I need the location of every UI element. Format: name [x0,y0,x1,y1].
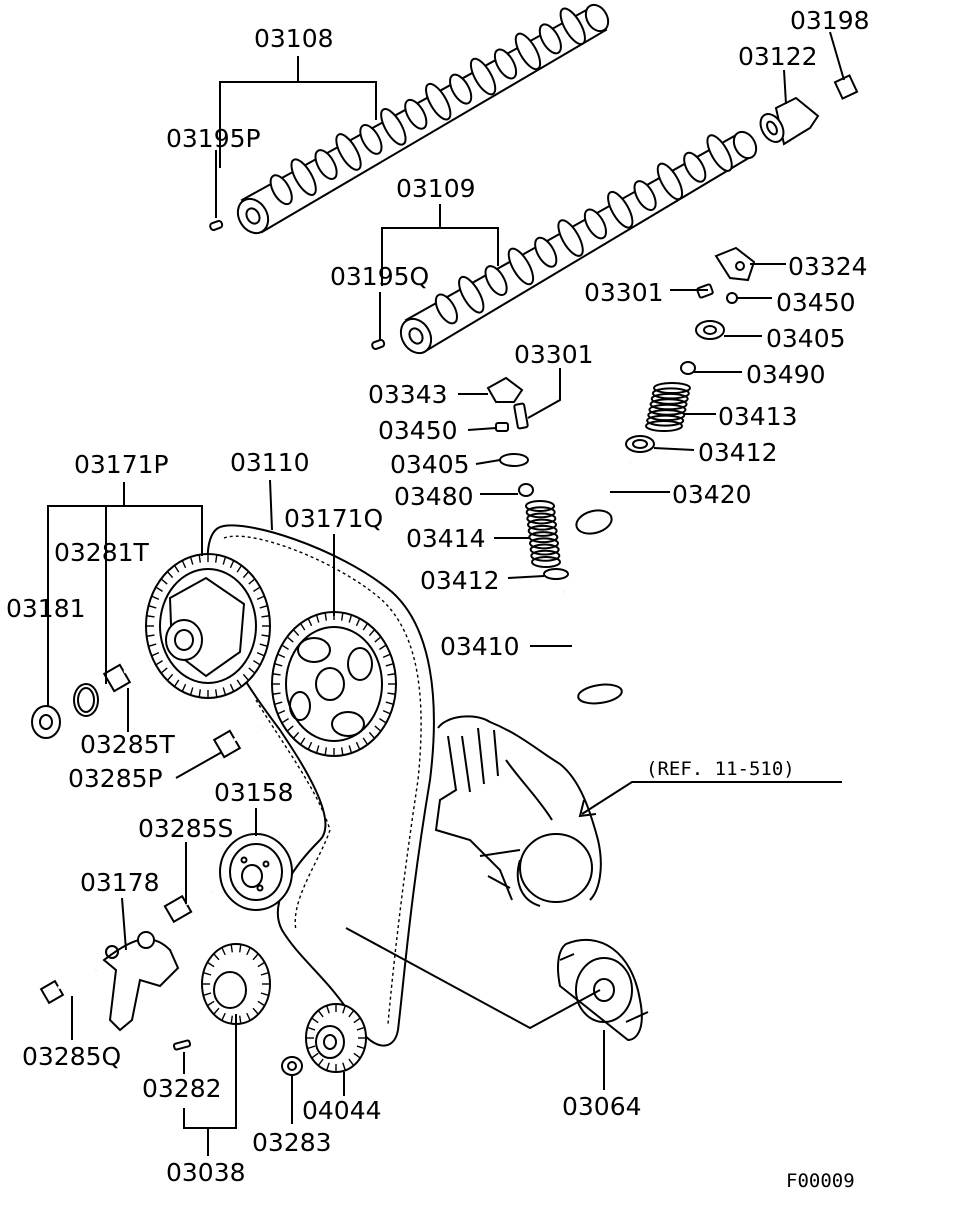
label-03110: 03110 [230,448,310,477]
label-03122: 03122 [738,42,818,71]
label-03414: 03414 [406,524,486,553]
bolt-03285T [102,660,151,693]
label-03490: 03490 [746,360,826,389]
figure-code: F00009 [786,1170,855,1192]
label-03324: 03324 [788,252,868,281]
dowel-pin-lower [371,338,386,350]
label-03195P: 03195P [166,124,261,153]
label-03064: 03064 [562,1092,642,1121]
label-03171Q: 03171Q [284,504,384,533]
label-03285P: 03285P [68,764,163,793]
retainer-centre [499,453,529,467]
label-03158: 03158 [214,778,294,807]
valve-centre [562,591,623,705]
bolt-03285P [212,726,263,759]
seal-right [680,361,696,375]
washer-03181 [31,705,61,739]
label-03450-right: 03450 [776,288,856,317]
bolt-03285Q [39,968,97,1005]
camshaft-upper [236,3,610,235]
label-03171P: 03171P [74,450,169,479]
label-03195Q: 03195Q [330,262,430,291]
label-03108: 03108 [254,24,334,53]
label-03420: 03420 [672,480,752,509]
cotter-right [726,292,738,304]
spring-right [645,382,691,432]
tensioner-pulley [219,833,293,911]
o-ring-03281T [73,683,99,717]
camshaft-sprocket-left [145,553,271,699]
label-03410: 03410 [440,632,520,661]
rocker-arm-centre [486,376,524,403]
seat-right [625,435,655,453]
label-03178: 03178 [80,868,160,897]
leader-lines [47,31,845,1156]
label-03412-centre: 03412 [420,566,500,595]
label-03405-centre: 03405 [390,450,470,479]
label-03450-centre: 03450 [378,416,458,445]
key-03282 [172,1039,192,1051]
label-03038: 03038 [166,1158,246,1187]
retainer-right [695,320,725,340]
idler-pulley [305,1003,367,1073]
adapter-bolt [811,74,859,106]
label-04044: 04044 [302,1096,382,1125]
crank-sprocket [201,943,271,1025]
label-03181: 03181 [6,594,86,623]
label-03198: 03198 [790,6,870,35]
label-03405-right: 03405 [766,324,846,353]
valve-right [575,461,632,535]
label-03285S: 03285S [138,814,234,843]
label-03413: 03413 [718,402,798,431]
bolt-03285S [163,890,213,924]
label-03283: 03283 [252,1128,332,1157]
label-03109: 03109 [396,174,476,203]
label-03412-right: 03412 [698,438,778,467]
tensioner-arm [102,931,180,1032]
cam-adapter [759,96,820,146]
label-03480: 03480 [394,482,474,511]
cotter-centre [495,422,509,432]
seat-centre [543,568,569,580]
adjuster-centre [513,402,529,430]
seal-centre [518,483,534,497]
label-03281T: 03281T [54,538,149,567]
label-03285T: 03285T [80,730,175,759]
reference-label: (REF. 11-510) [646,758,795,780]
timing-cover [557,938,649,1042]
spring-centre [525,500,561,568]
label-03301-centre: 03301 [514,340,594,369]
label-03301-right: 03301 [584,278,664,307]
camshaft-sprocket-right [271,611,397,757]
dowel-pin-upper [209,219,224,231]
engine-block-reference [434,715,602,907]
label-03343: 03343 [368,380,448,409]
camshaft-lower [399,130,758,355]
label-03285Q: 03285Q [22,1042,122,1071]
rocker-arm-right [714,246,756,282]
label-03282: 03282 [142,1074,222,1103]
nut-03283 [281,1056,303,1076]
